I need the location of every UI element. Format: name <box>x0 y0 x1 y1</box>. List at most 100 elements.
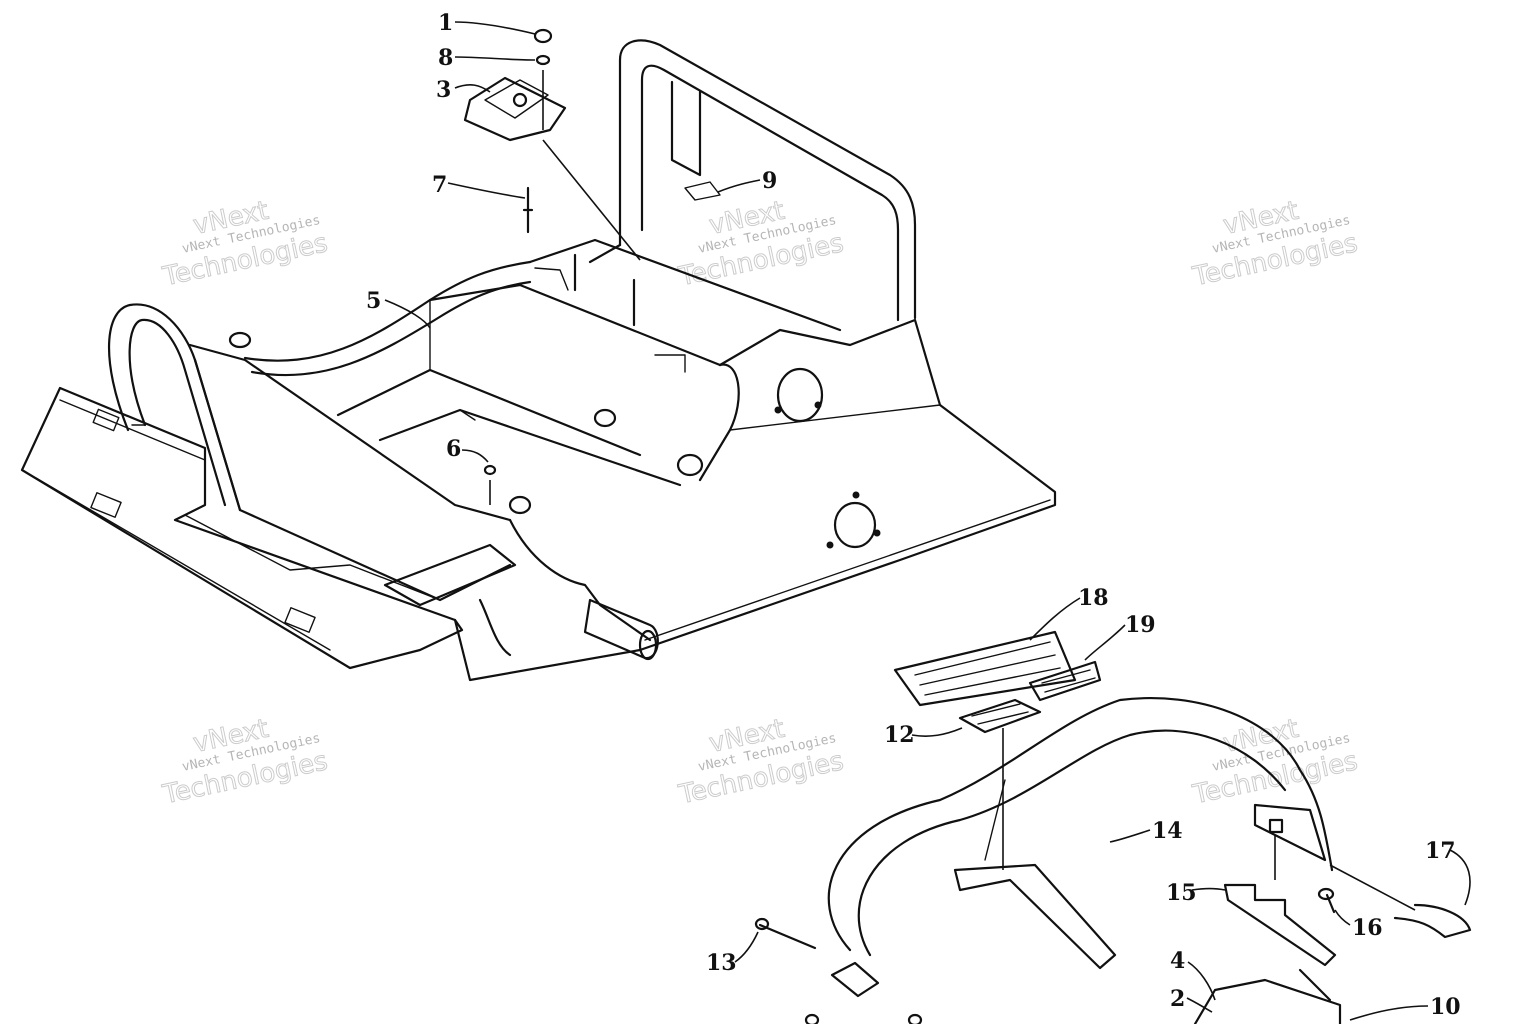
rear-hoop-inner <box>640 64 900 322</box>
front-bracket <box>383 543 517 607</box>
leader-5 <box>384 299 431 329</box>
callout-4: 4 <box>1170 948 1185 974</box>
assembly-line <box>542 139 641 261</box>
decal-large <box>893 630 1077 707</box>
frame-top-rail-left <box>188 343 512 522</box>
rivet <box>826 541 834 549</box>
floor-edge <box>459 409 476 421</box>
mount-boss <box>676 453 704 477</box>
callout-15: 15 <box>1166 880 1197 906</box>
mount-boss <box>508 495 532 515</box>
leader-2 <box>1186 997 1213 1013</box>
callout-5: 5 <box>366 288 381 314</box>
hood-hinge <box>830 961 880 998</box>
decal-warning <box>958 698 1042 734</box>
mount-boss <box>593 408 617 428</box>
upper-hardware <box>463 28 641 505</box>
bracket-post <box>512 92 528 108</box>
callout-labels: 1 8 3 7 5 6 9 18 19 12 14 15 16 17 13 4 … <box>366 10 1461 1020</box>
hood-channel <box>953 863 1117 970</box>
decal-small-lines <box>1041 669 1096 693</box>
tunnel-crossmember <box>336 368 642 457</box>
callout-19: 19 <box>1125 612 1156 638</box>
hoop-pad <box>684 181 721 201</box>
bracket-cable <box>478 598 512 657</box>
leader-15 <box>1191 887 1226 891</box>
rivet <box>774 406 782 414</box>
callout-1: 1 <box>438 10 453 36</box>
tunnel-rear-edge <box>428 283 722 367</box>
side-panel-curve <box>698 363 740 482</box>
callout-6: 6 <box>446 436 461 462</box>
floor-crossmember <box>378 408 682 487</box>
decal-small <box>1028 660 1102 702</box>
callout-18: 18 <box>1078 585 1109 611</box>
leader-4 <box>1187 961 1216 1001</box>
skid-plate-edge <box>35 477 331 651</box>
latch-plate <box>1223 883 1337 967</box>
leader-16 <box>1334 909 1351 926</box>
leader-lines <box>384 21 1471 1021</box>
callout-3: 3 <box>436 77 451 103</box>
leader-19 <box>1084 624 1126 661</box>
hoop-brace <box>588 243 622 264</box>
rivet <box>814 401 822 409</box>
watermark: vNext vNext Technologies Technologies <box>1189 195 1361 293</box>
nut <box>533 28 553 44</box>
mount-boss <box>228 331 252 349</box>
front-skid-plate <box>20 386 464 670</box>
lower-hardware <box>754 864 1472 1024</box>
callout-12: 12 <box>884 722 915 748</box>
leader-3 <box>454 83 491 93</box>
leader-9 <box>717 179 761 193</box>
decal-text-lines <box>914 641 1061 696</box>
hood-inner-contour <box>857 729 1287 957</box>
assembly-line <box>1329 864 1416 911</box>
callout-13: 13 <box>706 950 737 976</box>
leader-14 <box>1109 829 1151 843</box>
tunnel-handle <box>534 267 569 291</box>
swoop-tube-bottom <box>250 280 532 377</box>
callout-17: 17 <box>1425 838 1456 864</box>
front-hoop-outer <box>107 303 242 512</box>
hood-rear-flap <box>1253 803 1327 862</box>
leader-1 <box>454 21 536 35</box>
tunnel-top-edge <box>528 238 842 332</box>
lower-frame-edge <box>453 618 642 682</box>
hood-assembly <box>827 696 1334 998</box>
watermark: vNext vNext Technologies Technologies <box>675 713 847 811</box>
screw-head <box>1317 887 1335 901</box>
spindle-tube <box>583 598 659 660</box>
watermark: vNext vNext Technologies Technologies <box>1189 713 1361 811</box>
leader-17 <box>1449 849 1471 906</box>
side-panel-hole <box>776 367 824 423</box>
hood-center-line <box>984 779 1006 861</box>
washer <box>483 464 497 476</box>
hoop-gusset <box>670 80 702 177</box>
leader-7 <box>447 182 526 199</box>
leader-18 <box>1029 597 1081 641</box>
spindle-end <box>638 629 658 661</box>
hood-latch <box>1268 818 1284 834</box>
skid-plate-flange <box>59 399 206 461</box>
lower-bracket <box>1193 978 1342 1024</box>
right-side-panel <box>638 318 1057 652</box>
watermark: vNext vNext Technologies Technologies <box>675 195 847 293</box>
lower-rod <box>1298 968 1332 1002</box>
chassis-frame <box>20 39 1057 682</box>
leader-13 <box>734 931 759 963</box>
skid-slot <box>284 607 316 633</box>
callout-7: 7 <box>432 172 447 198</box>
skid-slot <box>90 492 122 518</box>
decal-group <box>893 630 1102 734</box>
swoop-tube-top <box>243 260 532 362</box>
frame-inner-wall <box>193 358 512 602</box>
watermark: vNext vNext Technologies Technologies <box>159 713 331 811</box>
decal-warning-lines <box>971 703 1029 725</box>
washer <box>535 54 551 66</box>
side-panel-hole <box>833 501 877 549</box>
rivet <box>852 491 860 499</box>
callout-10: 10 <box>1430 994 1461 1020</box>
